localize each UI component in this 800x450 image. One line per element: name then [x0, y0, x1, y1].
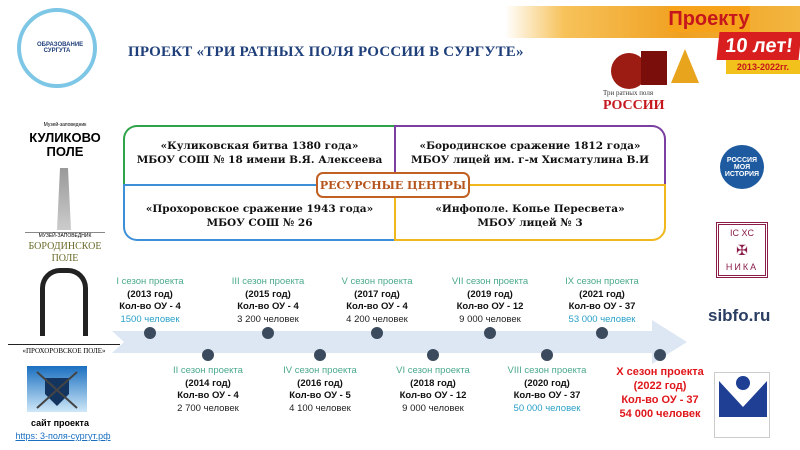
season-8: VIII сезон проекта(2020 год)Кол-во ОУ - …: [493, 365, 601, 415]
timeline-dot: [484, 327, 496, 339]
season-people: 54 000 человек: [619, 408, 701, 420]
season-people: 2 700 человек: [177, 402, 239, 414]
season-year: (2019 год): [467, 288, 513, 300]
season-count: Кол-во ОУ - 12: [399, 390, 467, 401]
prokhorovka-logo: «ПРОХОРОВСКОЕ ПОЛЕ»: [8, 344, 120, 355]
season-name: V сезон проекта: [341, 276, 413, 287]
season-name: IV сезон проекта: [283, 365, 357, 376]
site-link[interactable]: https: 3-поля-сургут.рф: [15, 431, 111, 441]
season-people: 3 200 человек: [237, 313, 299, 325]
season-year: (2021 год): [579, 288, 625, 300]
season-people: 4 100 человек: [289, 402, 351, 414]
season-name: II сезон проекта: [173, 365, 243, 376]
svg-text:РОССИИ: РОССИИ: [603, 98, 665, 113]
season-count: Кол-во ОУ - 37: [621, 394, 699, 406]
timeline-dot: [371, 327, 383, 339]
resource-center-prokhorovka: «Прохоровское сражение 1943 года»МБОУ СО…: [123, 184, 394, 241]
season-6: VI сезон проекта(2018 год)Кол-во ОУ - 12…: [379, 365, 487, 415]
season-10: X сезон проекта (2022 год) Кол-во ОУ - 37 5…: [606, 365, 714, 421]
season-people: 9 000 человек: [459, 313, 521, 325]
rossiya-logo: РОССИЯ МОЯ ИСТОРИЯ: [720, 145, 764, 189]
timeline-dot: [262, 327, 274, 339]
banner-line2: 10 лет!: [716, 32, 800, 60]
season-people: 9 000 человек: [402, 402, 464, 414]
season-people: 53 000 человек: [568, 313, 636, 325]
page-title: ПРОЕКТ «ТРИ РАТНЫХ ПОЛЯ РОССИИ В СУРГУТЕ…: [128, 44, 524, 60]
season-count: Кол-во ОУ - 37: [568, 301, 636, 312]
svg-text:Три ратных поля: Три ратных поля: [603, 89, 654, 97]
timeline-dot: [596, 327, 608, 339]
timeline-dot: [654, 349, 666, 361]
timeline-dot: [314, 349, 326, 361]
season-name: VIII сезон проекта: [507, 365, 587, 376]
season-year: (2013 год): [127, 288, 173, 300]
season-year: (2022 год): [633, 380, 687, 392]
timeline-dot: [427, 349, 439, 361]
nika-text: НИКА: [725, 262, 759, 272]
season-name: VI сезон проекта: [396, 365, 470, 376]
kulikovo-logo: КУЛИКОВО ПОЛЕ: [29, 130, 101, 159]
resource-center-kulikovo: «Куликовская битва 1380 года»МБОУ СОШ № …: [123, 125, 394, 184]
season-year: (2017 год): [354, 288, 400, 300]
season-name: X сезон проекта: [616, 366, 704, 378]
ic-xc-text: IC XC: [729, 228, 754, 238]
season-9: IX сезон проекта(2021 год)Кол-во ОУ - 37…: [548, 276, 656, 326]
season-name: IX сезон проекта: [565, 276, 639, 287]
season-count: Кол-во ОУ - 5: [289, 390, 351, 401]
timeline-dot: [144, 327, 156, 339]
season-year: (2015 год): [245, 288, 291, 300]
season-count: Кол-во ОУ - 37: [513, 390, 581, 401]
banner-years: 2013-2022гг.: [726, 60, 800, 74]
season-name: I сезон проекта: [116, 276, 184, 287]
season-year: (2016 год): [297, 377, 343, 389]
shield-icon: [36, 371, 78, 409]
borodino-caption: МУЗЕЙ-ЗАПОВЕДНИК: [25, 232, 105, 239]
banner-line1: Проекту: [668, 6, 750, 32]
university-logo: [714, 372, 770, 438]
sibfo-logo: sibfo.ru: [708, 306, 771, 325]
season-people: 4 200 человек: [346, 313, 408, 325]
season-count: Кол-во ОУ - 12: [456, 301, 524, 312]
cross-icon: ✠: [736, 242, 748, 258]
kulikovo-caption: Музей-заповедник: [43, 122, 87, 128]
season-people: 50 000 человек: [513, 402, 581, 414]
season-7: VII сезон проекта(2019 год)Кол-во ОУ - 1…: [436, 276, 544, 326]
monument-image: [57, 168, 71, 230]
season-people: 1500 человек: [120, 313, 180, 325]
season-count: Кол-во ОУ - 4: [119, 301, 181, 312]
resource-centers-label: РЕСУРСНЫЕ ЦЕНТРЫ: [316, 172, 470, 198]
prokhorovka-monument: [40, 268, 88, 336]
project-emblem: [27, 366, 87, 412]
timeline-dot: [202, 349, 214, 361]
season-name: VII сезон проекта: [451, 276, 529, 287]
season-3: III сезон проекта(2015 год)Кол-во ОУ - 4…: [214, 276, 322, 326]
resource-center-borodino: «Бородинское сражение 1812 года»МБОУ лиц…: [394, 125, 666, 184]
season-count: Кол-во ОУ - 4: [177, 390, 239, 401]
season-year: (2020 год): [524, 377, 570, 389]
season-name: III сезон проекта: [231, 276, 305, 287]
season-count: Кол-во ОУ - 4: [346, 301, 408, 312]
resource-center-infopole: «Инфополе. Копье Пересвета»МБОУ лицей № …: [394, 184, 666, 241]
season-count: Кол-во ОУ - 4: [237, 301, 299, 312]
timeline-dot: [541, 349, 553, 361]
season-year: (2014 год): [185, 377, 231, 389]
season-year: (2018 год): [410, 377, 456, 389]
site-label: сайт проекта: [31, 418, 89, 428]
obrazovanie-logo: ОБРАЗОВАНИЕ СУРГУТА: [17, 8, 97, 88]
university-emblem-icon: [719, 376, 767, 417]
borodino-logo: БОРОДИНСКОЕ ПОЛЕ: [28, 241, 102, 264]
ic-xc-nika-logo: IC XC ✠ НИКА: [716, 222, 768, 278]
